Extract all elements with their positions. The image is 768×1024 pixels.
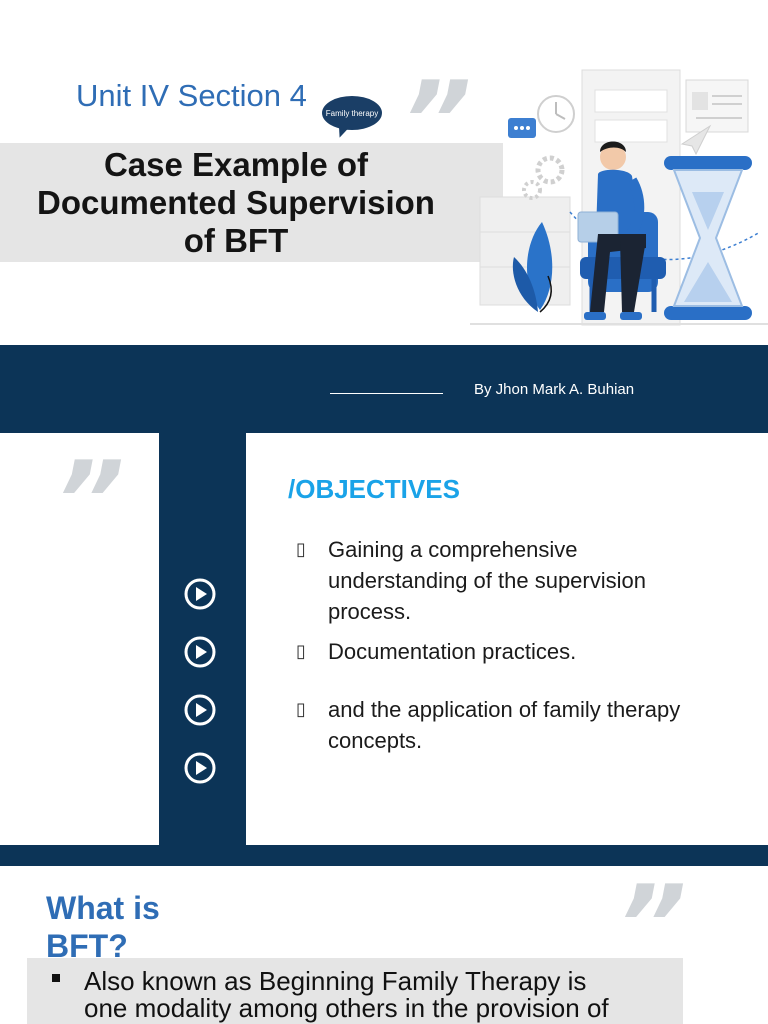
play-circle-icon (184, 694, 216, 726)
author-divider (330, 393, 443, 394)
family-therapy-speech-bubble: Family therapy (322, 96, 382, 130)
objective-text: and the application of family therapy co… (328, 694, 680, 756)
author-band (0, 345, 768, 433)
heading-line: What is (46, 890, 160, 926)
slide-divider-band (0, 845, 768, 866)
definition-line: Also known as Beginning Family Therapy i… (84, 966, 587, 996)
objective-line: concepts. (328, 728, 423, 753)
objective-line: process. (328, 599, 412, 624)
objective-line: understanding of the supervision (328, 568, 646, 593)
objective-item: ▯ and the application of family therapy … (296, 694, 746, 756)
objective-text: Documentation practices. (328, 636, 576, 667)
square-bullet-icon (52, 974, 60, 982)
objectives-heading: /OBJECTIVES (288, 474, 460, 504)
objective-line: and the application of family therapy (328, 697, 681, 722)
play-circle-icon (184, 578, 216, 610)
objective-line: Documentation practices. (328, 639, 577, 664)
slide-title-line: Documented Supervision (37, 184, 435, 221)
bullet-box-icon: ▯ (296, 539, 306, 560)
play-circle-icon (184, 752, 216, 784)
bft-definition-text: Also known as Beginning Family Therapy i… (84, 968, 684, 1022)
slide-title-line: Case Example of (103, 146, 369, 183)
author-byline: By Jhon Mark A. Buhian (474, 381, 635, 398)
quote-mark-icon: ” (55, 439, 125, 564)
person-with-laptop-hourglass-illustration (470, 69, 768, 326)
bullet-box-icon: ▯ (296, 641, 306, 662)
objective-line: Gaining a comprehensive (328, 537, 578, 562)
objective-text: Gaining a comprehensive understanding of… (328, 534, 646, 627)
definition-band (27, 958, 683, 1024)
definition-line: one modality among others in the provisi… (84, 993, 609, 1023)
play-circle-icon (184, 636, 216, 668)
slide-title: Case Example of Documented Supervision o… (0, 146, 472, 260)
title-band (0, 143, 503, 262)
objective-item: ▯ Documentation practices. (296, 636, 746, 667)
bullet-box-icon: ▯ (296, 699, 306, 720)
unit-section-label: Unit IV Section 4 (76, 78, 307, 113)
what-is-bft-heading: What is BFT? (46, 889, 196, 965)
objective-item: ▯ Gaining a comprehensive understanding … (296, 534, 746, 627)
slide-title-line: of BFT (183, 222, 289, 259)
